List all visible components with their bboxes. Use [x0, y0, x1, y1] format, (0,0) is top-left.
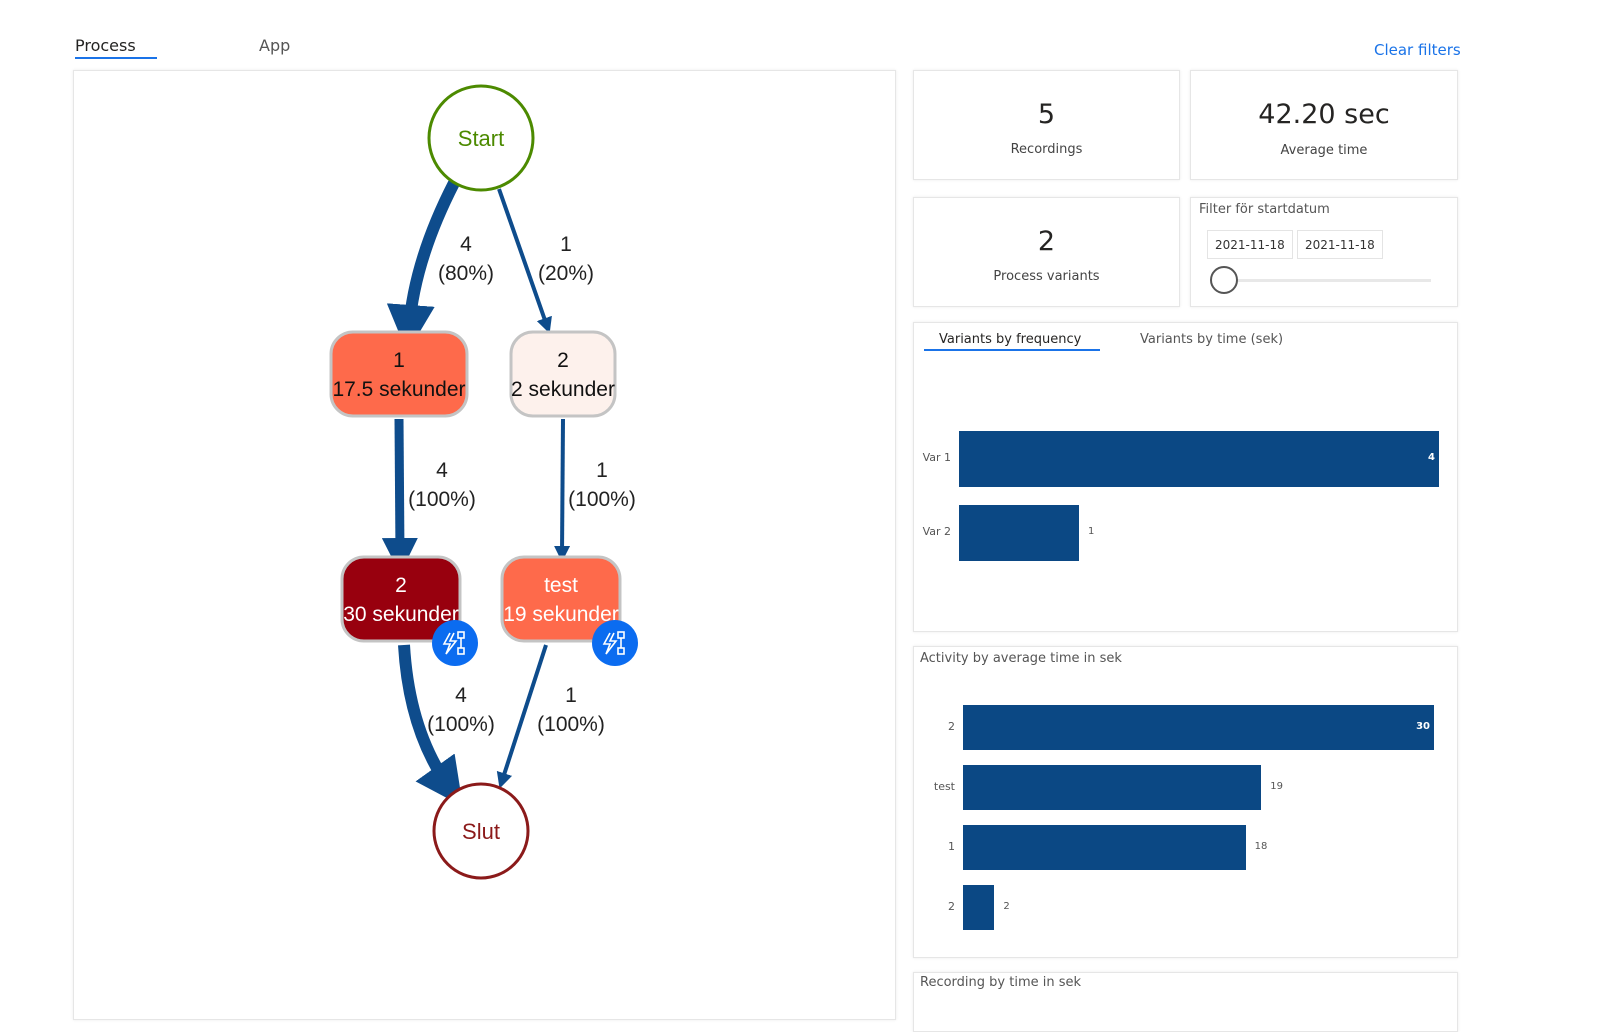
node-name: 2 — [395, 574, 407, 597]
bar[interactable] — [963, 885, 995, 930]
tab-process[interactable]: Process — [75, 36, 157, 59]
recording-chart-card: Recording by time in sek — [913, 972, 1458, 1032]
node-duration: 2 sekunder — [511, 378, 615, 401]
edge-start-a1[interactable] — [386, 180, 460, 353]
date-filter-title: Filter för startdatum — [1199, 202, 1330, 217]
node-duration: 19 sekunder — [503, 603, 619, 626]
average-time-card: 42.20 sec Average time — [1190, 70, 1458, 180]
bar[interactable] — [963, 825, 1246, 870]
process-map-panel: 4 (80%) 1 (20%) 4 (100%) 1 (100%) 4 (100%) 1 (100%)… — [73, 70, 896, 1020]
recordings-card: 5 Recordings — [913, 70, 1180, 180]
edge-count: 4 — [436, 459, 448, 482]
average-time-value: 42.20 sec — [1258, 99, 1390, 130]
edge-percent: (80%) — [438, 262, 494, 285]
process-variants-value: 2 — [1037, 226, 1056, 257]
bar-label: test — [933, 779, 955, 793]
activity-chart-title: Activity by average time in sek — [920, 651, 1122, 666]
process-variants-card: 2 Process variants — [913, 197, 1180, 307]
variants-chart-card: Variants by frequency Variants by time (… — [913, 322, 1458, 632]
bar-label: 2 — [948, 899, 955, 913]
edge-percent: (100%) — [537, 713, 605, 736]
activity-chart-card: Activity by average time in sek 2 30 test 1… — [913, 646, 1458, 958]
bar[interactable] — [959, 505, 1079, 561]
process-map: 4 (80%) 1 (20%) 4 (100%) 1 (100%) 4 (100%) 1 (100%)… — [329, 84, 638, 880]
bar-value: 18 — [1254, 840, 1268, 852]
bar-value: 2 — [1003, 900, 1010, 912]
edge-percent: (100%) — [427, 713, 495, 736]
edge-start-a2[interactable] — [497, 188, 552, 334]
edge-count: 1 — [596, 459, 608, 482]
bar-value: 4 — [1428, 452, 1435, 463]
node-name: 1 — [393, 349, 405, 372]
active-tab-underline — [924, 349, 1100, 351]
bar-label: 2 — [948, 719, 955, 733]
edge-percent: (100%) — [408, 488, 476, 511]
node-a2[interactable]: 2 2 sekunder — [509, 330, 617, 418]
process-variants-label: Process variants — [993, 269, 1100, 284]
clear-filters-link[interactable]: Clear filters — [1374, 41, 1461, 59]
node-name: test — [544, 574, 578, 597]
average-time-label: Average time — [1280, 143, 1368, 158]
edge-a4-end[interactable] — [496, 644, 548, 789]
bar[interactable] — [963, 705, 1434, 750]
node-end[interactable]: Slut — [432, 782, 530, 880]
tab-variants-by-time[interactable]: Variants by time (sek) — [1140, 332, 1284, 347]
edge-count: 4 — [455, 684, 467, 707]
recordings-value: 5 — [1037, 99, 1056, 130]
node-duration: 17.5 sekunder — [332, 378, 465, 401]
bar[interactable] — [959, 431, 1439, 487]
node-name: 2 — [557, 349, 569, 372]
node-a4[interactable]: test 19 sekunder — [500, 555, 638, 666]
edge-a2-a4[interactable] — [554, 418, 571, 562]
bar-label: Var 2 — [922, 525, 951, 538]
edge-count: 1 — [565, 684, 577, 707]
date-filter-card: Filter för startdatum 2021-11-18 2021-11… — [1190, 197, 1458, 307]
node-duration: 30 sekunder — [343, 603, 459, 626]
bar-label: Var 1 — [922, 451, 951, 464]
node-start[interactable]: Start — [427, 84, 535, 192]
bar-value: 30 — [1416, 720, 1430, 732]
date-slider-handle[interactable] — [1210, 266, 1238, 294]
node-a3[interactable]: 2 30 sekunder — [340, 555, 478, 666]
edge-count: 4 — [460, 233, 472, 256]
node-label: Start — [458, 126, 504, 151]
start-date-input[interactable]: 2021-11-18 — [1207, 230, 1293, 259]
automation-icon[interactable] — [592, 620, 638, 666]
edge-a1-a3[interactable] — [381, 418, 418, 574]
edge-percent: (20%) — [538, 262, 594, 285]
edge-percent: (100%) — [568, 488, 636, 511]
tab-app[interactable]: App — [259, 36, 291, 55]
tab-variants-by-frequency[interactable]: Variants by frequency — [939, 332, 1082, 347]
end-date-input[interactable]: 2021-11-18 — [1297, 230, 1383, 259]
edge-a3-end[interactable] — [398, 644, 463, 807]
recordings-label: Recordings — [1010, 142, 1083, 157]
bar-label: 1 — [948, 839, 955, 853]
date-slider-track[interactable] — [1221, 279, 1431, 282]
node-label: Slut — [462, 819, 500, 844]
automation-icon[interactable] — [432, 620, 478, 666]
bar-value: 1 — [1088, 526, 1095, 537]
node-a1[interactable]: 1 17.5 sekunder — [329, 330, 469, 418]
recording-chart-title: Recording by time in sek — [920, 975, 1082, 990]
edge-count: 1 — [560, 233, 572, 256]
bar-value: 19 — [1270, 780, 1284, 792]
bar[interactable] — [963, 765, 1262, 810]
